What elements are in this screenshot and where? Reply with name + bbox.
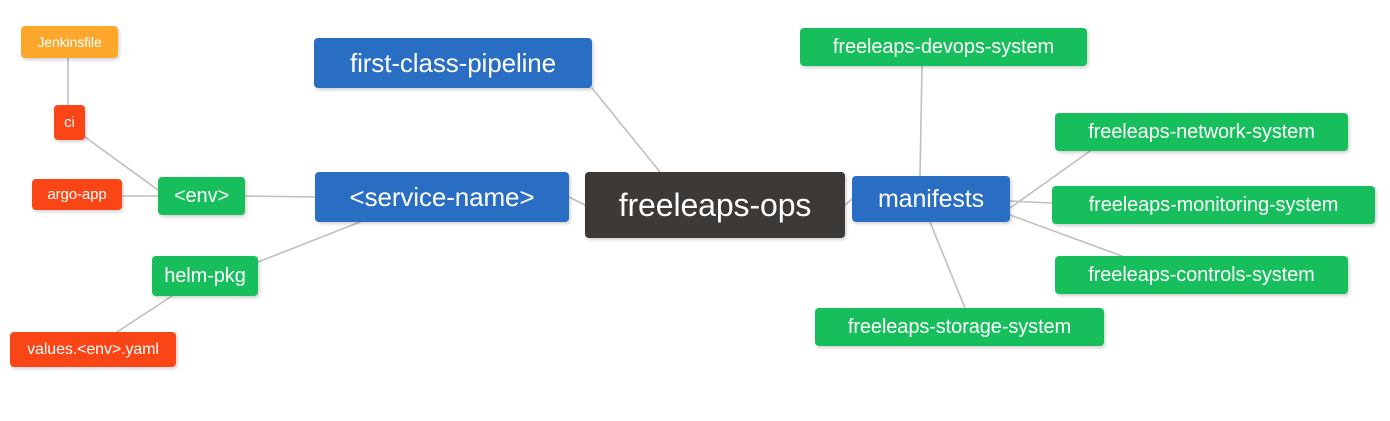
node-label-ci: ci <box>64 114 75 131</box>
node-freeleaps-devops-system[interactable]: freeleaps-devops-system <box>800 28 1087 66</box>
node-ci[interactable]: ci <box>54 105 85 140</box>
node-label-freeleaps-monitoring-system: freeleaps-monitoring-system <box>1088 194 1339 216</box>
node-freeleaps-storage-system[interactable]: freeleaps-storage-system <box>815 308 1104 346</box>
node-freeleaps-monitoring-system[interactable]: freeleaps-monitoring-system <box>1052 186 1375 224</box>
node-label-freeleaps-storage-system: freeleaps-storage-system <box>847 316 1072 338</box>
node-label-first-class-pipeline: first-class-pipeline <box>349 48 557 78</box>
edge-manifests-to-freeleaps-monitoring-system <box>1009 200 1053 204</box>
edge-helm-pkg-to-values-env-yaml <box>116 295 173 333</box>
node-label-manifests: manifests <box>877 184 985 213</box>
node-env[interactable]: <env> <box>158 177 245 215</box>
node-label-freeleaps-controls-system: freeleaps-controls-system <box>1088 264 1315 286</box>
node-manifests[interactable]: manifests <box>852 176 1010 222</box>
node-argo-app[interactable]: argo-app <box>32 179 122 210</box>
edge-service-name-to-env <box>244 195 316 198</box>
node-service-name[interactable]: <service-name> <box>315 172 569 222</box>
edge-service-name-to-helm-pkg <box>257 221 361 263</box>
node-label-freeleaps-ops: freeleaps-ops <box>618 187 812 223</box>
node-label-jenkinsfile: Jenkinsfile <box>37 34 102 50</box>
node-freeleaps-controls-system[interactable]: freeleaps-controls-system <box>1055 256 1348 294</box>
node-freeleaps-ops[interactable]: freeleaps-ops <box>585 172 845 238</box>
edge-freeleaps-ops-to-manifests <box>844 198 853 206</box>
node-label-values-env-yaml: values.<env>.yaml <box>27 340 159 358</box>
node-label-argo-app: argo-app <box>47 186 107 203</box>
edge-freeleaps-ops-to-first-class-pipeline <box>591 87 661 173</box>
node-freeleaps-network-system[interactable]: freeleaps-network-system <box>1055 113 1348 151</box>
node-helm-pkg[interactable]: helm-pkg <box>152 256 258 296</box>
node-label-env: <env> <box>173 185 230 207</box>
node-jenkinsfile[interactable]: Jenkinsfile <box>21 26 118 58</box>
edge-manifests-to-freeleaps-devops-system <box>919 65 923 177</box>
edge-manifests-to-freeleaps-storage-system <box>929 221 966 309</box>
edge-freeleaps-ops-to-service-name <box>568 196 586 206</box>
node-label-freeleaps-network-system: freeleaps-network-system <box>1088 121 1315 143</box>
node-values-env-yaml[interactable]: values.<env>.yaml <box>10 332 176 367</box>
node-label-helm-pkg: helm-pkg <box>164 265 246 287</box>
node-first-class-pipeline[interactable]: first-class-pipeline <box>314 38 592 88</box>
node-label-service-name: <service-name> <box>349 182 535 212</box>
node-label-freeleaps-devops-system: freeleaps-devops-system <box>832 36 1055 58</box>
